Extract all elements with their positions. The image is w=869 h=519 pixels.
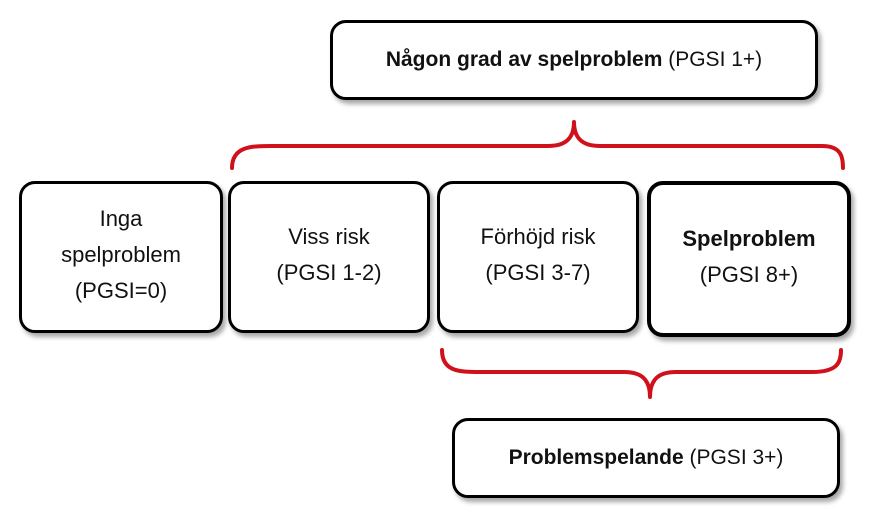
category-no-problems-box: Inga spelproblem (PGSI=0) <box>19 181 223 333</box>
category-elevated-risk-label: Förhöjd risk <box>480 224 596 249</box>
category-problem-gambling-box: Spelproblem (PGSI 8+) <box>647 181 851 337</box>
bottom-brace <box>440 348 843 399</box>
bottom-summary-box: Problemspelande (PGSI 3+) <box>452 418 840 498</box>
top-summary-box: Någon grad av spelproblem (PGSI 1+) <box>330 20 818 100</box>
category-some-risk-range: (PGSI 1-2) <box>276 260 382 285</box>
category-problem-gambling-label: Spelproblem <box>682 226 816 251</box>
bottom-summary-title: Problemspelande <box>508 446 684 469</box>
category-problem-gambling-range: (PGSI 8+) <box>699 262 799 287</box>
category-no-problems-line3: (PGSI=0) <box>74 278 168 303</box>
category-elevated-risk-range: (PGSI 3-7) <box>485 260 591 285</box>
top-summary-range: (PGSI 1+) <box>662 48 763 71</box>
category-elevated-risk-box: Förhöjd risk (PGSI 3-7) <box>437 181 639 333</box>
category-some-risk-label: Viss risk <box>288 224 370 249</box>
category-no-problems-line2: spelproblem <box>61 242 181 267</box>
bottom-summary-range: (PGSI 3+) <box>683 446 784 469</box>
category-some-risk-box: Viss risk (PGSI 1-2) <box>228 181 430 333</box>
top-brace <box>230 120 845 170</box>
top-summary-title: Någon grad av spelproblem <box>385 48 663 71</box>
category-no-problems-line1: Inga <box>99 206 143 231</box>
